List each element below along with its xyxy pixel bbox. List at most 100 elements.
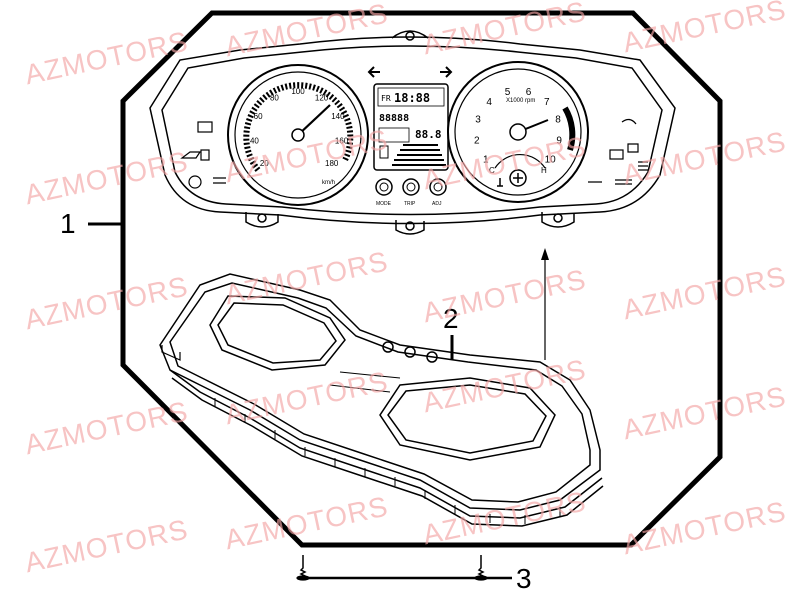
headlight-icon — [638, 161, 648, 171]
housing-lower-rim — [169, 369, 603, 519]
tachometer-tick-label: 10 — [545, 155, 557, 166]
housing-center-bridge — [329, 371, 401, 393]
adj-button[interactable] — [429, 178, 447, 196]
center-mount-tab — [395, 220, 425, 235]
tachometer-opening — [379, 377, 556, 461]
housing-bottom-edge — [171, 377, 604, 527]
speedometer-opening — [209, 295, 346, 371]
lcd-day: FR — [381, 94, 391, 103]
service-indicator-text-lines — [588, 179, 632, 185]
lcd-top-row — [377, 87, 445, 107]
speedometer-tick-label: 80 — [270, 94, 279, 103]
tachometer-opening-inner — [387, 384, 547, 454]
right-tab-screw-hole — [553, 213, 563, 223]
speedometer-tick-label: 140 — [331, 112, 345, 121]
center-tab-screw-hole — [405, 221, 415, 231]
left-warning-lights — [180, 121, 226, 189]
mode-button-cap — [379, 182, 389, 192]
screw-left-shank — [299, 555, 307, 579]
tachometer-tick-label: 9 — [556, 136, 562, 147]
housing-ribs — [214, 398, 561, 524]
battery-icon-right — [609, 149, 624, 160]
trip-button[interactable] — [402, 178, 420, 196]
trip-button-cap — [406, 182, 416, 192]
temperature-cold-label: C — [489, 166, 495, 175]
tachometer-tick-label: 3 — [475, 115, 481, 126]
temperature-gauge-arc — [494, 154, 546, 169]
speedometer-tick-label: 100 — [291, 87, 305, 96]
adj-button-cap — [433, 182, 443, 192]
assembly-arrow-head — [541, 248, 549, 260]
tachometer-tick-label: 6 — [526, 87, 532, 98]
abs-warning-icon — [188, 175, 202, 189]
speedometer-unit-label: km/h — [322, 180, 335, 186]
tachometer-unit-label: X1000 rpm — [506, 98, 535, 104]
speedometer-opening-inner — [217, 302, 337, 364]
speedometer-tick-label: 60 — [254, 112, 263, 121]
screw-right — [474, 555, 488, 581]
diagram-frame — [120, 10, 723, 548]
speedometer-hub — [291, 128, 305, 142]
cluster-housing — [159, 273, 604, 527]
fuel-warning-icon — [200, 149, 210, 161]
screw-right-shank — [477, 555, 485, 579]
callout-label-3: 3 — [516, 563, 532, 594]
lcd-fuel-bar-graph — [392, 144, 446, 166]
housing-button-hole-2 — [404, 346, 416, 358]
mode-button[interactable] — [375, 178, 393, 196]
temperature-hot-label: H — [541, 166, 547, 175]
battery-warning-icon — [197, 121, 213, 133]
cluster-top-bump — [391, 30, 429, 39]
housing-outer-shell — [159, 273, 601, 511]
temperature-hub-cross — [513, 173, 523, 183]
housing-inner-shell — [169, 282, 591, 503]
lcd-fuel-box — [378, 127, 410, 143]
lcd-clock: 18:88 — [394, 91, 430, 105]
lcd-frame — [373, 83, 449, 171]
speedometer-arc — [243, 82, 354, 172]
left-turn-indicator-icon — [367, 66, 380, 78]
tachometer-tick-label: 4 — [486, 97, 492, 108]
callout-label-1: 1 — [60, 208, 76, 239]
housing-button-hole-3 — [426, 351, 438, 363]
speedometer-tick-label: 20 — [260, 159, 269, 168]
callout-label-2: 2 — [443, 303, 459, 334]
tachometer-tick-label: 5 — [505, 87, 511, 98]
housing-left-bracket — [161, 345, 181, 361]
right-warning-lights — [588, 118, 648, 185]
speedometer-tick-label: 180 — [325, 159, 339, 168]
speedometer-needle — [297, 104, 331, 136]
right-mount-tab — [541, 212, 575, 228]
tachometer-tick-label: 8 — [555, 115, 561, 126]
screw-left — [296, 555, 310, 581]
mode-button-label: MODE — [376, 201, 392, 207]
tachometer-tick-label: 1 — [483, 155, 489, 166]
tachometer-tick-label: 2 — [474, 136, 480, 147]
high-beam-icon-left — [213, 177, 226, 184]
tachometer-hub — [509, 123, 527, 141]
coolant-temperature-icon — [497, 178, 503, 187]
lcd-trip: 88.8 — [415, 128, 442, 141]
speedometer-bezel — [227, 64, 369, 206]
instrument-cluster — [149, 30, 676, 235]
top-bump-hole — [405, 31, 415, 41]
lcd-odometer: 88888 — [379, 113, 409, 124]
trip-button-label: TRIP — [404, 201, 416, 207]
cluster-inner-rim — [161, 45, 663, 216]
cluster-outer-housing — [149, 36, 676, 225]
high-beam-icon — [621, 118, 637, 125]
engine-check-icon — [627, 143, 639, 153]
oil-pressure-icon — [180, 151, 202, 159]
speedometer-tick-label: 120 — [315, 94, 329, 103]
left-tab-screw-hole — [257, 213, 267, 223]
screws — [296, 555, 488, 581]
lcd-fuel-pump-icon — [379, 145, 389, 159]
speedometer-face — [234, 71, 362, 199]
right-turn-indicator-icon — [440, 66, 453, 78]
